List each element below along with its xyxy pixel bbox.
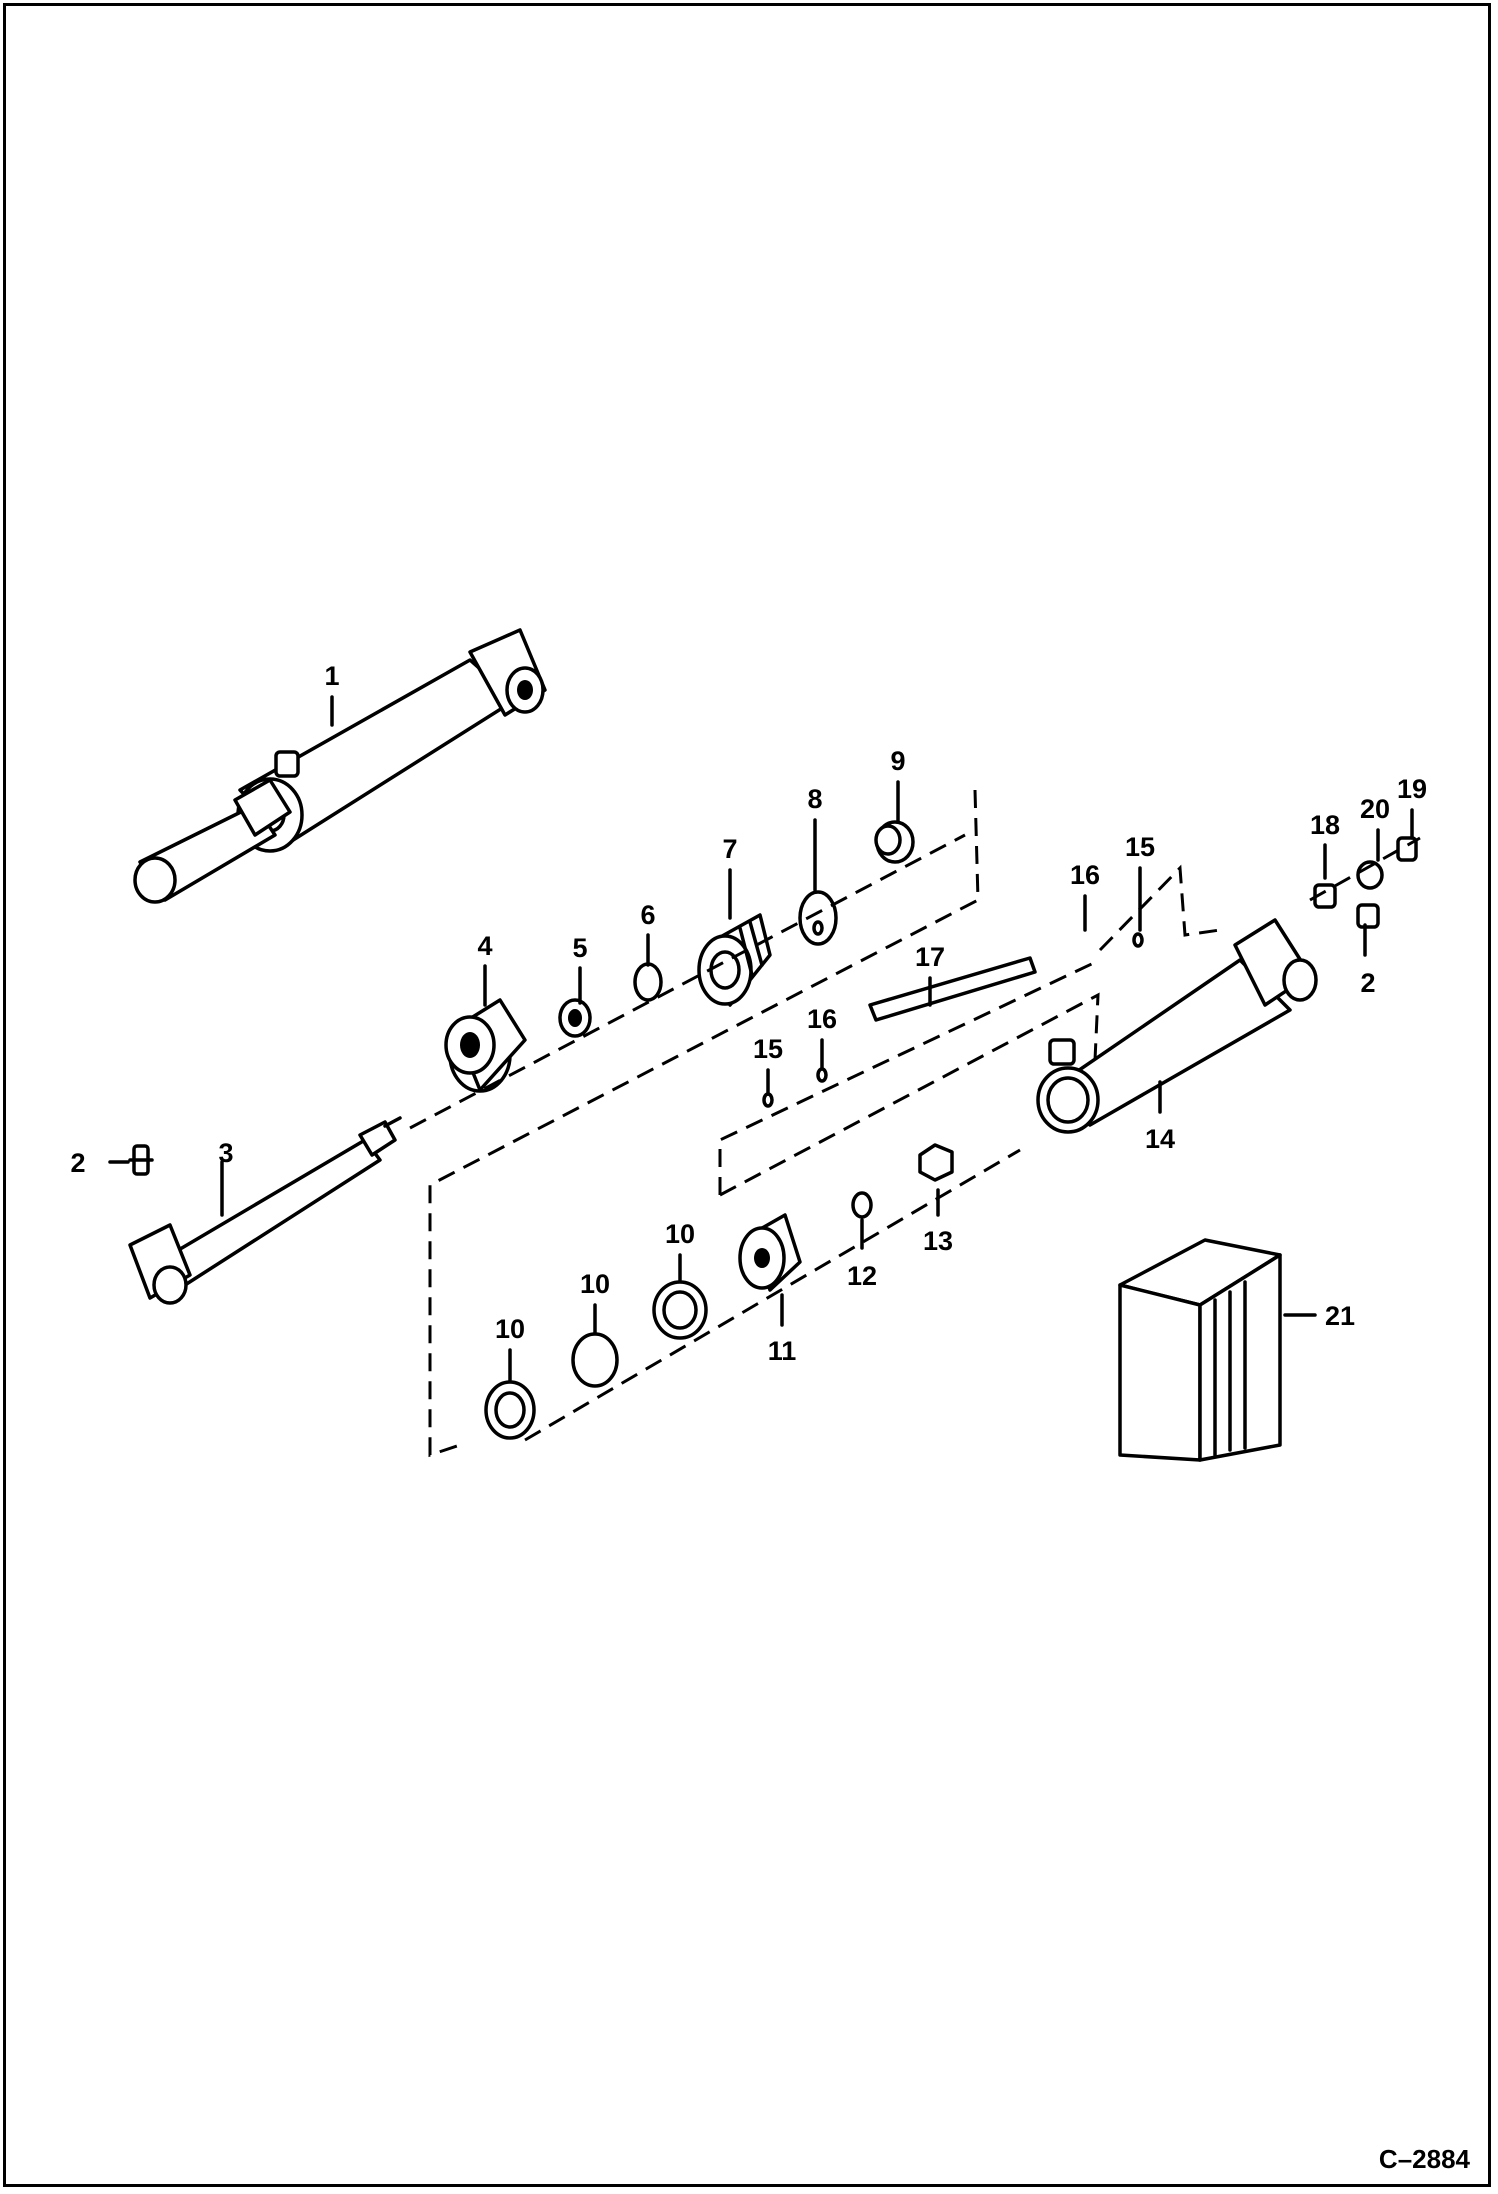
callout-6: 6: [640, 900, 655, 930]
part-21-seal-kit: [1118, 1238, 1282, 1462]
part-5-seal: [558, 998, 592, 1038]
part-3-rod: [128, 1116, 402, 1305]
part-14-barrel: [1036, 918, 1318, 1134]
callout-3: 3: [218, 1138, 233, 1168]
callout-16-a: 16: [807, 1004, 837, 1034]
part-1-cylinder-assembly: [133, 628, 547, 904]
callout-14: 14: [1145, 1124, 1175, 1154]
callout-10-c: 10: [665, 1219, 695, 1249]
callout-21: 21: [1325, 1301, 1355, 1331]
callout-10-a: 10: [495, 1314, 525, 1344]
callout-10-b: 10: [580, 1269, 610, 1299]
callout-11: 11: [768, 1336, 797, 1366]
callout-20: 20: [1360, 794, 1390, 824]
leader-lines: [108, 695, 1414, 1382]
callout-7: 7: [722, 834, 737, 864]
callout-13: 13: [923, 1226, 953, 1256]
part-16-o-ring-a: [812, 920, 824, 936]
callout-5: 5: [572, 933, 587, 963]
part-16-o-ring-b: [816, 1067, 828, 1083]
part-10-seal-a: [484, 1380, 536, 1440]
callout-9: 9: [890, 746, 905, 776]
assembly-guide-lines: [409, 789, 1421, 1458]
part-10-seal-c: [652, 1280, 708, 1340]
part-15-o-ring-a: [1132, 932, 1144, 948]
callout-4: 4: [477, 931, 492, 961]
callout-1: 1: [324, 661, 339, 691]
part-8-o-ring: [798, 890, 838, 946]
part-4-gland: [444, 998, 527, 1093]
callout-2-right: 2: [1360, 968, 1375, 998]
drawing-number: C–2884: [1379, 2144, 1471, 2174]
part-7-piston: [697, 913, 772, 1007]
part-12-o-ring: [851, 1191, 873, 1219]
callout-labels: 1 2 3 4 5 6 7 8 9 10 10 10 11 12 13 14 1…: [70, 661, 1427, 1366]
callout-19: 19: [1397, 774, 1427, 804]
part-6-o-ring: [633, 962, 663, 1002]
part-15-o-ring-b: [762, 1092, 774, 1108]
part-9-wear-ring: [874, 820, 915, 864]
part-13-nut: [918, 1143, 954, 1182]
part-2-fitting-right: [1356, 903, 1380, 929]
callout-2-left: 2: [70, 1148, 85, 1178]
callout-8: 8: [807, 784, 822, 814]
callout-17: 17: [915, 942, 945, 972]
diagram-frame: [3, 3, 1491, 2187]
part-2-fitting-left: [128, 1144, 154, 1176]
callout-18: 18: [1310, 810, 1340, 840]
callout-12: 12: [847, 1261, 877, 1291]
callout-16-b: 16: [1070, 860, 1100, 890]
part-17-tube: [868, 956, 1037, 1022]
callout-15-a: 15: [753, 1034, 783, 1064]
part-10-seal-b: [571, 1332, 619, 1388]
part-11-piston: [738, 1213, 802, 1292]
callout-15-b: 15: [1125, 832, 1155, 862]
